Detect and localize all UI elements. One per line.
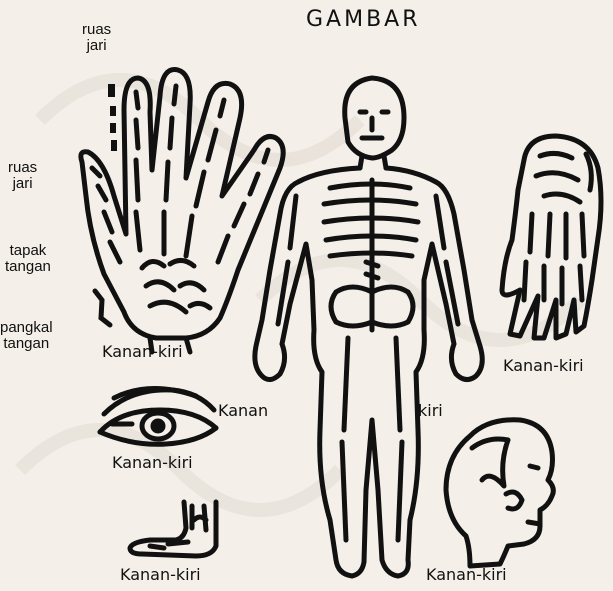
head-icon	[446, 420, 553, 566]
wrist-bracket-icon	[95, 291, 110, 325]
finger-joint-pointer-icon	[108, 84, 117, 151]
foot-skeleton-icon	[502, 136, 601, 338]
foot-icon	[130, 502, 216, 556]
eye-icon	[100, 388, 216, 444]
